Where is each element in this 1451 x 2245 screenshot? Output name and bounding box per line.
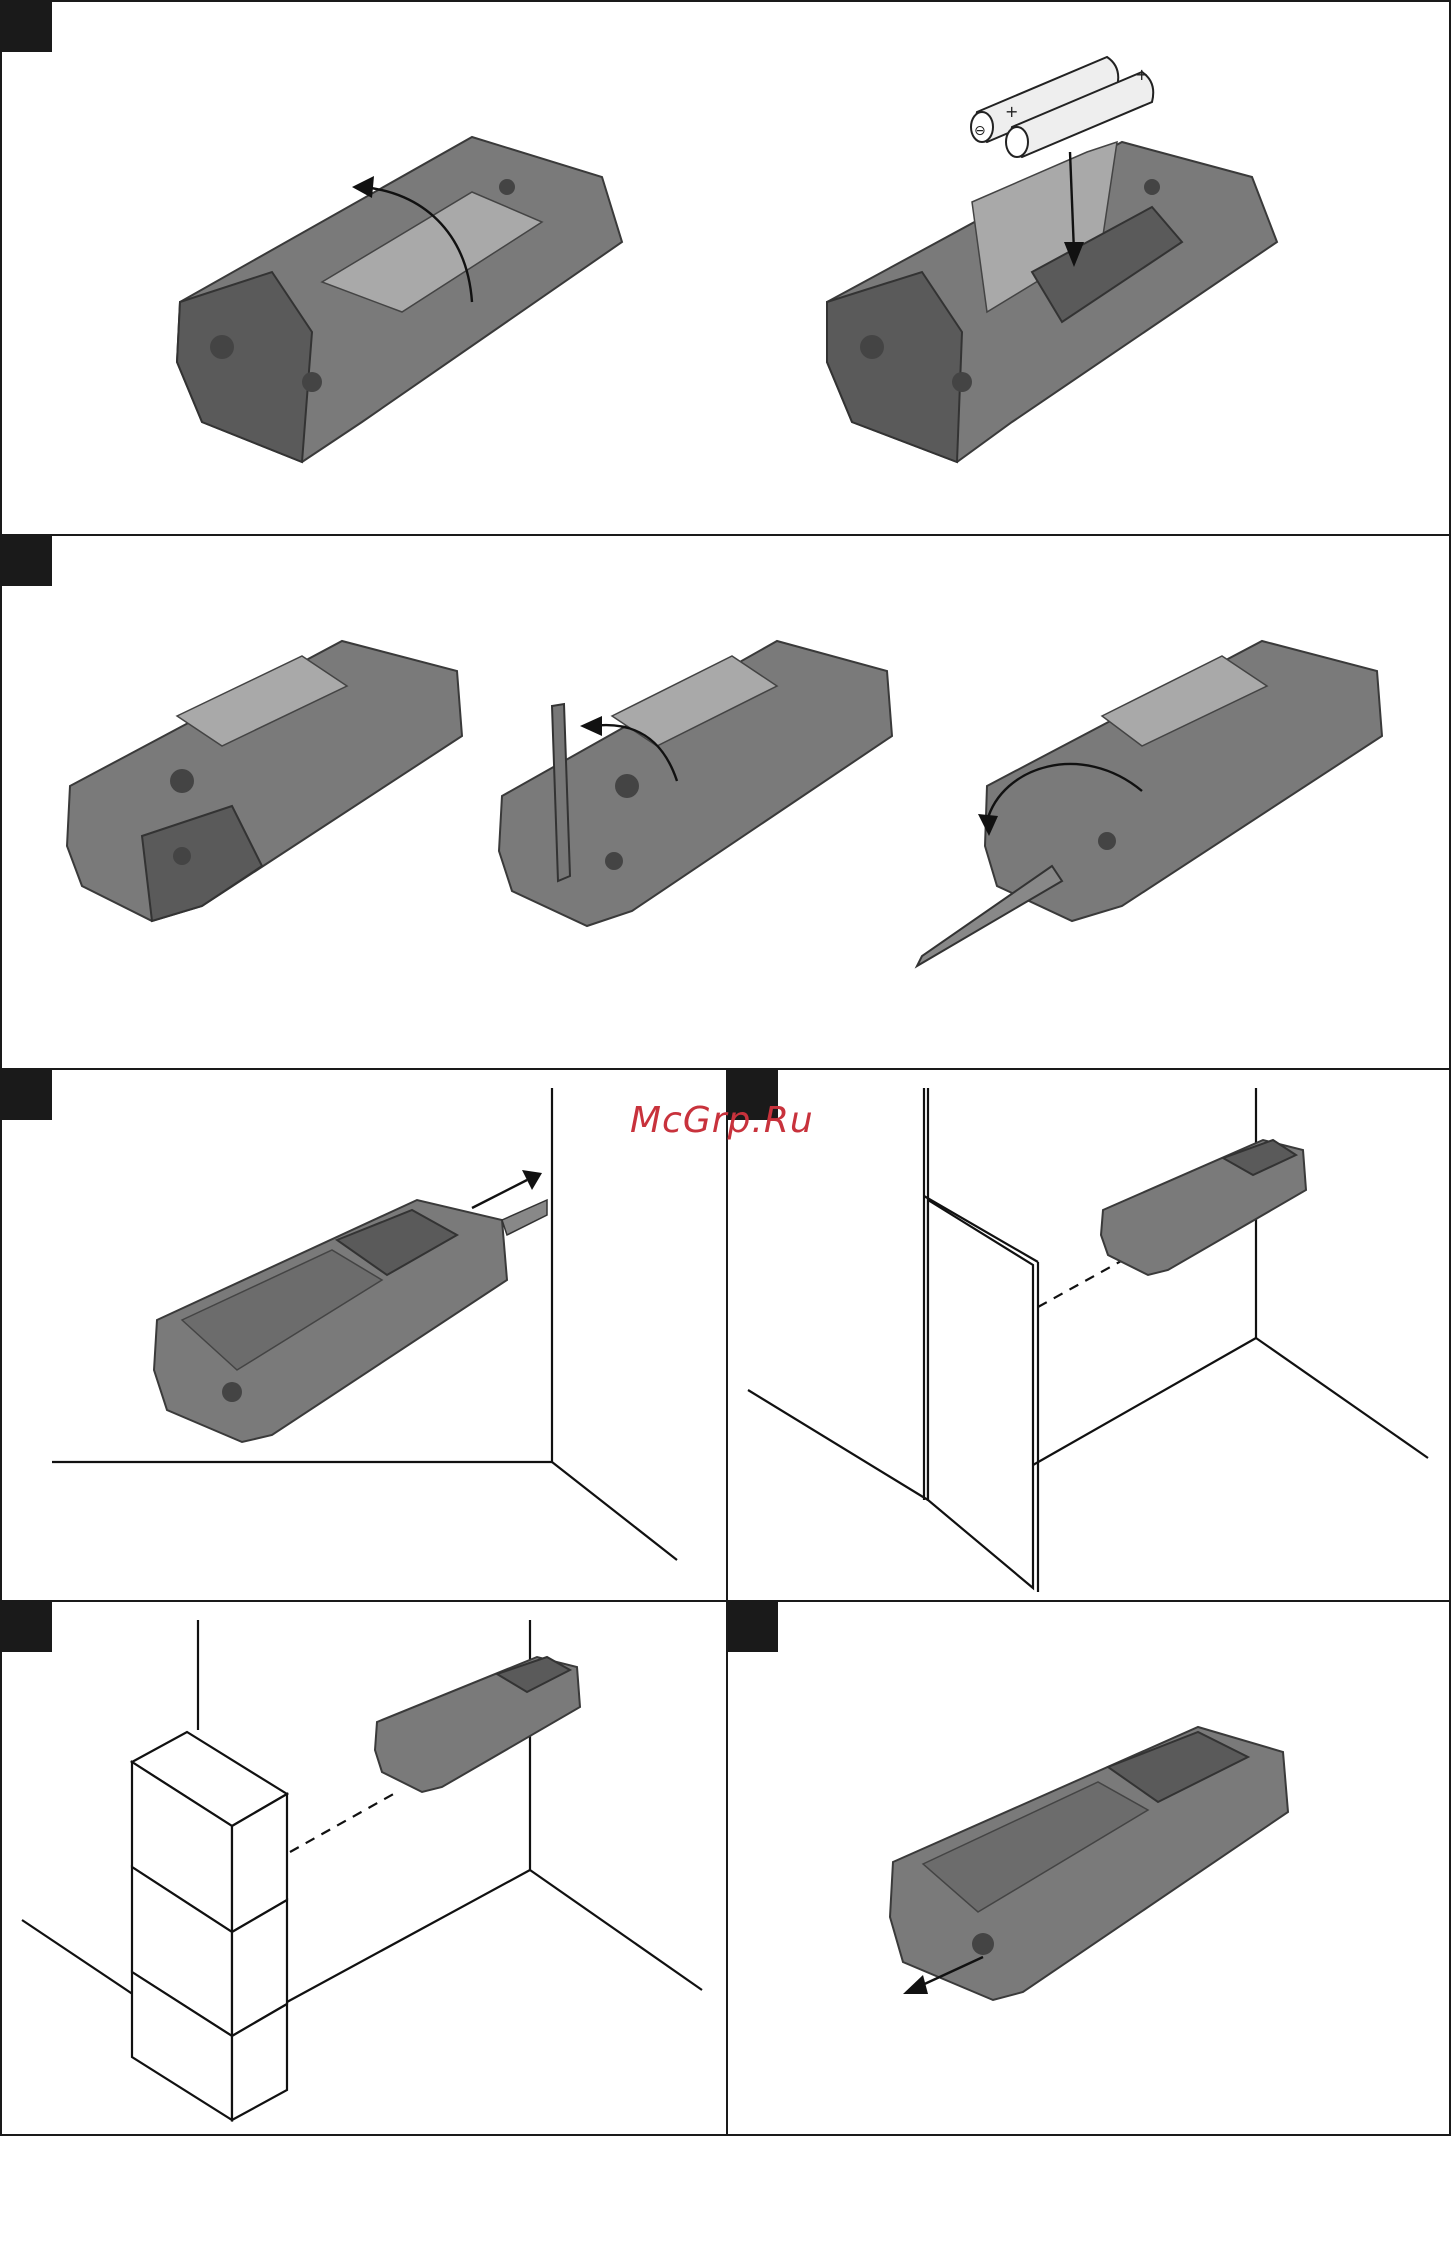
door-frame-illustration bbox=[728, 1070, 1451, 1604]
device-endpiece-open bbox=[917, 641, 1382, 966]
device-closed-cover bbox=[177, 137, 622, 462]
figure-measure-from-wall-edge bbox=[0, 1068, 728, 1602]
watermark-text: McGrp.Ru bbox=[630, 1100, 814, 1141]
battery-insertion-illustration: ⊖ + + bbox=[2, 2, 1451, 538]
device-open-cover bbox=[827, 142, 1277, 462]
battery-plus-label-1: + bbox=[1005, 102, 1018, 121]
laser-direction-illustration bbox=[728, 1602, 1451, 2138]
figure-end-piece-unfold bbox=[0, 534, 1451, 1070]
figure-battery-insertion: ⊖ + + bbox=[0, 0, 1451, 536]
figure-measure-from-door-frame bbox=[726, 1068, 1451, 1602]
figure-laser-direction bbox=[726, 1600, 1451, 2136]
batteries: ⊖ + + bbox=[971, 57, 1153, 157]
boxes-illustration bbox=[2, 1602, 730, 2138]
battery-plus-label-2: + bbox=[1135, 65, 1148, 84]
device-endpiece-closed bbox=[67, 641, 462, 921]
battery-minus-label: ⊖ bbox=[974, 123, 986, 139]
end-piece-illustration bbox=[2, 536, 1451, 1072]
figure-measure-from-boxes bbox=[0, 1600, 728, 2136]
wall-edge-illustration bbox=[2, 1070, 730, 1604]
device-endpiece-lifting bbox=[499, 641, 892, 926]
